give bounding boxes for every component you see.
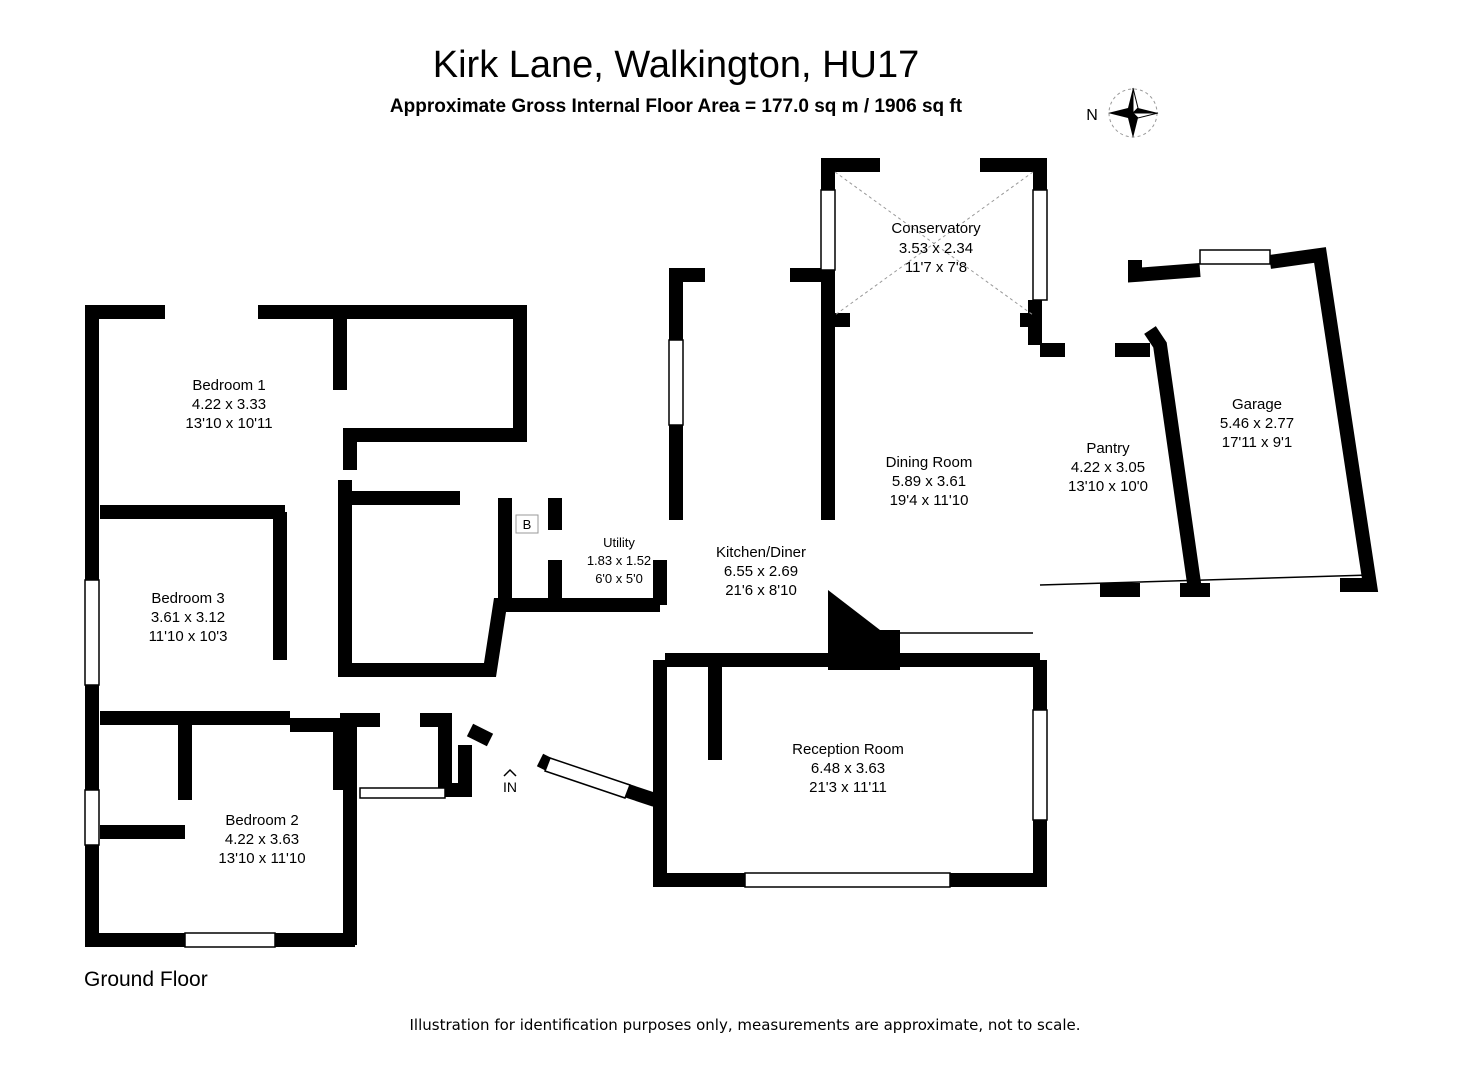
- entrance-arrow-icon: [503, 768, 517, 777]
- svg-text:4.22 x 3.33: 4.22 x 3.33: [192, 396, 266, 413]
- svg-text:13'10 x 11'10: 13'10 x 11'10: [218, 850, 305, 867]
- room-dining-room: Dining Room 5.89 x 3.61 19'4 x 11'10: [886, 454, 973, 509]
- room-utility: Utility 1.83 x 1.52 6'0 x 5'0: [587, 535, 651, 586]
- room-garage: Garage 5.46 x 2.77 17'11 x 9'1: [1220, 396, 1294, 451]
- windows: [84, 189, 1271, 948]
- compass-north-label: N: [1086, 107, 1098, 124]
- svg-text:Kitchen/Diner: Kitchen/Diner: [716, 544, 806, 561]
- room-conservatory: Conservatory 3.53 x 2.34 11'7 x 7'8: [891, 220, 981, 276]
- svg-text:19'4 x 11'10: 19'4 x 11'10: [890, 492, 969, 509]
- svg-text:Bedroom 3: Bedroom 3: [151, 590, 224, 607]
- svg-text:5.46 x 2.77: 5.46 x 2.77: [1220, 415, 1294, 432]
- room-reception-room: Reception Room 6.48 x 3.63 21'3 x 11'11: [792, 741, 904, 796]
- svg-text:1.83 x 1.52: 1.83 x 1.52: [587, 553, 651, 568]
- boiler-label: B: [523, 517, 532, 532]
- walls: [85, 158, 1379, 947]
- svg-text:Utility: Utility: [603, 535, 635, 550]
- boiler-marker: [515, 514, 539, 534]
- svg-text:5.89 x 3.61: 5.89 x 3.61: [892, 473, 966, 490]
- compass-icon: N: [1086, 87, 1159, 138]
- svg-text:6.48 x 3.63: 6.48 x 3.63: [811, 760, 885, 777]
- svg-text:21'6 x 8'10: 21'6 x 8'10: [725, 582, 797, 599]
- svg-text:4.22 x 3.05: 4.22 x 3.05: [1071, 459, 1145, 476]
- svg-text:17'11 x 9'1: 17'11 x 9'1: [1222, 434, 1293, 451]
- room-bedroom-2: Bedroom 2 4.22 x 3.63 13'10 x 11'10: [218, 812, 305, 867]
- svg-text:3.53 x 2.34: 3.53 x 2.34: [899, 240, 973, 257]
- svg-text:11'10 x 10'3: 11'10 x 10'3: [149, 628, 228, 645]
- room-pantry: Pantry 4.22 x 3.05 13'10 x 10'0: [1068, 440, 1148, 495]
- svg-text:3.61 x 3.12: 3.61 x 3.12: [151, 609, 225, 626]
- svg-text:4.22 x 3.63: 4.22 x 3.63: [225, 831, 299, 848]
- room-kitchen-diner: Kitchen/Diner 6.55 x 2.69 21'6 x 8'10: [716, 544, 806, 599]
- svg-text:Reception Room: Reception Room: [792, 741, 904, 758]
- svg-text:21'3 x 11'11: 21'3 x 11'11: [809, 779, 887, 796]
- svg-text:Dining Room: Dining Room: [886, 454, 973, 471]
- svg-text:6'0 x 5'0: 6'0 x 5'0: [595, 571, 643, 586]
- svg-text:13'10 x 10'11: 13'10 x 10'11: [185, 415, 272, 432]
- svg-text:Bedroom 1: Bedroom 1: [192, 377, 265, 394]
- room-bedroom-3: Bedroom 3 3.61 x 3.12 11'10 x 10'3: [149, 590, 228, 645]
- svg-text:6.55 x 2.69: 6.55 x 2.69: [724, 563, 798, 580]
- floor-area-subtitle: Approximate Gross Internal Floor Area = …: [389, 96, 963, 117]
- svg-text:Conservatory: Conservatory: [891, 220, 981, 237]
- room-outlines: [834, 171, 1371, 634]
- room-bedroom-1: Bedroom 1 4.22 x 3.33 13'10 x 10'11: [185, 377, 272, 432]
- svg-text:Garage: Garage: [1232, 396, 1282, 413]
- disclaimer: Illustration for identification purposes…: [409, 1016, 1081, 1034]
- floor-label: Ground Floor: [84, 968, 208, 991]
- entrance-label: IN: [503, 779, 517, 795]
- svg-text:13'10 x 10'0: 13'10 x 10'0: [1068, 478, 1148, 495]
- svg-text:Pantry: Pantry: [1086, 440, 1130, 457]
- svg-text:Bedroom 2: Bedroom 2: [225, 812, 298, 829]
- svg-text:11'7 x 7'8: 11'7 x 7'8: [905, 259, 967, 276]
- page-title: Kirk Lane, Walkington, HU17: [432, 44, 920, 86]
